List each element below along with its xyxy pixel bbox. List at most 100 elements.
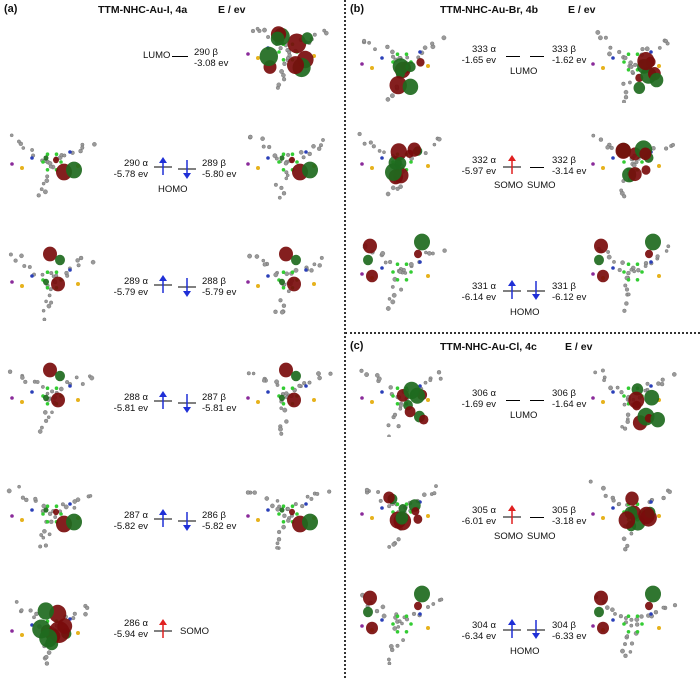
homo-alpha-energy-b: -6.14 ev <box>461 292 496 303</box>
homo-alpha-b: 331 α -6.14 ev <box>454 281 496 303</box>
molecule-illustration <box>360 35 447 102</box>
orbital-alpha-a <box>2 118 102 203</box>
sumo-beta-b: 332 β -3.14 ev <box>552 155 586 177</box>
lumo-tag-a: LUMO <box>143 50 171 61</box>
orbital-beta-a <box>238 352 338 437</box>
spin-pair-icon <box>154 275 196 297</box>
beta-id-a: 289 β <box>202 158 226 169</box>
somo-alpha-a: 286 α -5.94 ev <box>106 618 148 640</box>
molecule-illustration <box>591 30 670 103</box>
beta-energy-a: -5.82 ev <box>202 521 237 532</box>
somo-alpha-energy-b: -5.97 ev <box>461 166 496 177</box>
lumo-beta-c: 306 β -1.64 ev <box>552 388 586 410</box>
molecule-illustration <box>591 585 678 658</box>
homo-beta-id-b: 331 β <box>552 281 576 292</box>
homo-level-b <box>501 279 547 301</box>
molecule-illustration <box>588 479 672 552</box>
homo-alpha-energy-c: -6.34 ev <box>461 631 496 642</box>
spin-pair-a <box>152 156 198 180</box>
spin-pair-a <box>152 274 198 298</box>
homo-beta-b: 331 β -6.12 ev <box>552 281 586 303</box>
energy-header-b: E / ev <box>568 4 596 16</box>
orbital-sumo-beta-b <box>583 118 683 203</box>
panel-label-a: (a) <box>4 3 18 15</box>
orbital-lumo-beta-a <box>238 8 338 93</box>
molecule-illustration <box>360 484 438 549</box>
orbital-sumo-beta-c <box>583 468 683 553</box>
orbital-lumo-alpha-b <box>352 18 452 103</box>
somo-tag-c: SOMO <box>494 531 524 542</box>
orbital-somo-alpha-c <box>352 468 452 553</box>
sumo-beta-c: 305 β -3.18 ev <box>552 505 586 527</box>
beta-level-label-a: 289 β -5.80 ev <box>202 158 236 180</box>
somo-tag-a: SOMO <box>180 626 210 637</box>
energy-header-c: E / ev <box>565 341 593 353</box>
homo-beta-energy-b: -6.12 ev <box>552 292 587 303</box>
orbital-homo-beta-c <box>583 580 683 665</box>
lumo-alpha-energy-b: -1.65 ev <box>461 55 496 66</box>
homo-tag-c: HOMO <box>510 646 540 657</box>
lumo-beta-id-b: 333 β <box>552 44 576 55</box>
beta-energy-a: -5.79 ev <box>202 287 237 298</box>
energy-header-a: E / ev <box>218 4 246 16</box>
molecule-illustration <box>246 26 329 90</box>
lumo-beta-energy-c: -1.64 ev <box>552 399 587 410</box>
orbital-lumo-beta-c <box>583 352 683 437</box>
orbital-alpha-a <box>2 470 102 555</box>
molecule-illustration <box>591 368 677 431</box>
spin-pair-a <box>152 508 198 532</box>
homo-beta-energy-c: -6.33 ev <box>552 631 587 642</box>
homo-tag-b: HOMO <box>510 307 540 318</box>
sumo-beta-energy-b: -3.14 ev <box>552 166 587 177</box>
spin-pair-a <box>152 390 198 414</box>
homo-alpha-id-c: 304 α <box>472 620 496 631</box>
sumo-beta-energy-c: -3.18 ev <box>552 516 587 527</box>
somo-spin-up-icon <box>503 155 521 174</box>
alpha-id-a: 289 α <box>124 276 148 287</box>
molecule-illustration <box>591 133 675 199</box>
homo-alpha-id-b: 331 α <box>472 281 496 292</box>
alpha-energy-a: -5.81 ev <box>113 403 148 414</box>
orbital-alpha-a <box>2 352 102 437</box>
panel-title-a: TTM-NHC-Au-I, 4a <box>98 4 188 16</box>
somo-alpha-b: 332 α -5.97 ev <box>454 155 496 177</box>
somo-alpha-energy-c: -6.01 ev <box>461 516 496 527</box>
lumo-alpha-id-b: 333 α <box>472 44 496 55</box>
spin-pair-icon <box>503 280 545 300</box>
alpha-id-a: 288 α <box>124 392 148 403</box>
somo-spin-up-icon <box>503 505 521 524</box>
molecule-illustration <box>360 585 444 665</box>
alpha-energy-a: -5.82 ev <box>113 521 148 532</box>
lumo-alpha-b: 333 α -1.65 ev <box>454 44 496 66</box>
molecule-illustration <box>8 246 96 321</box>
panel-label-b: (b) <box>350 3 365 15</box>
alpha-id-a: 290 α <box>124 158 148 169</box>
sumo-beta-id-b: 332 β <box>552 155 576 166</box>
lumo-beta-energy-a: -3.08 ev <box>194 58 229 69</box>
lumo-beta-a: 290 β -3.08 ev <box>194 47 228 69</box>
beta-id-a: 286 β <box>202 510 226 521</box>
sumo-tag-c: SUMO <box>527 531 556 542</box>
panel-title-c: TTM-NHC-Au-Cl, 4c <box>440 341 537 353</box>
somo-level-c <box>501 504 523 526</box>
spin-pair-icon <box>503 619 545 639</box>
beta-id-a: 288 β <box>202 276 226 287</box>
lumo-level-line-a <box>172 56 188 57</box>
alpha-level-label-a: 287 α -5.82 ev <box>106 510 148 532</box>
sumo-line-c <box>530 517 544 518</box>
spin-pair-icon <box>154 157 196 179</box>
lumo-beta-id-a: 290 β <box>194 47 218 58</box>
alpha-energy-a: -5.78 ev <box>113 169 148 180</box>
lumo-alpha-id-c: 306 α <box>472 388 496 399</box>
alpha-energy-a: -5.79 ev <box>113 287 148 298</box>
sumo-beta-id-c: 305 β <box>552 505 576 516</box>
lumo-beta-line-b <box>530 56 544 57</box>
sumo-line-b <box>530 167 544 168</box>
beta-id-a: 287 β <box>202 392 226 403</box>
homo-beta-c: 304 β -6.33 ev <box>552 620 586 642</box>
beta-energy-a: -5.81 ev <box>202 403 237 414</box>
somo-spin-up-icon <box>154 619 172 638</box>
lumo-alpha-energy-c: -1.69 ev <box>461 399 496 410</box>
vertical-panel-divider <box>344 0 346 678</box>
somo-alpha-energy-a: -5.94 ev <box>113 629 148 640</box>
